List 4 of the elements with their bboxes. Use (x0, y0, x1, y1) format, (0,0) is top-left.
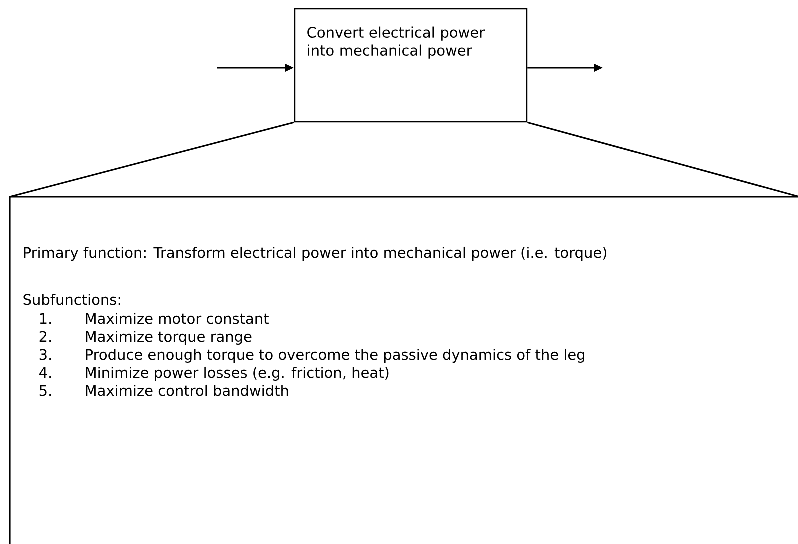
process-box: Convert electrical power into mechanical power (294, 8, 528, 123)
zoom-line (527, 122, 798, 198)
detail-box: Primary function: Transform electrical power into mechanical power (i.e. torque) Subfunctions: 1. Maximize motor constant 2. Maximize torque range 3. Produce enough torque to overcome the passive dynamics of the leg 4. Minimize power losses (e.g. friction, heat) 5. Maximize control bandwidth (9, 196, 798, 544)
zoom-line (10, 122, 294, 198)
